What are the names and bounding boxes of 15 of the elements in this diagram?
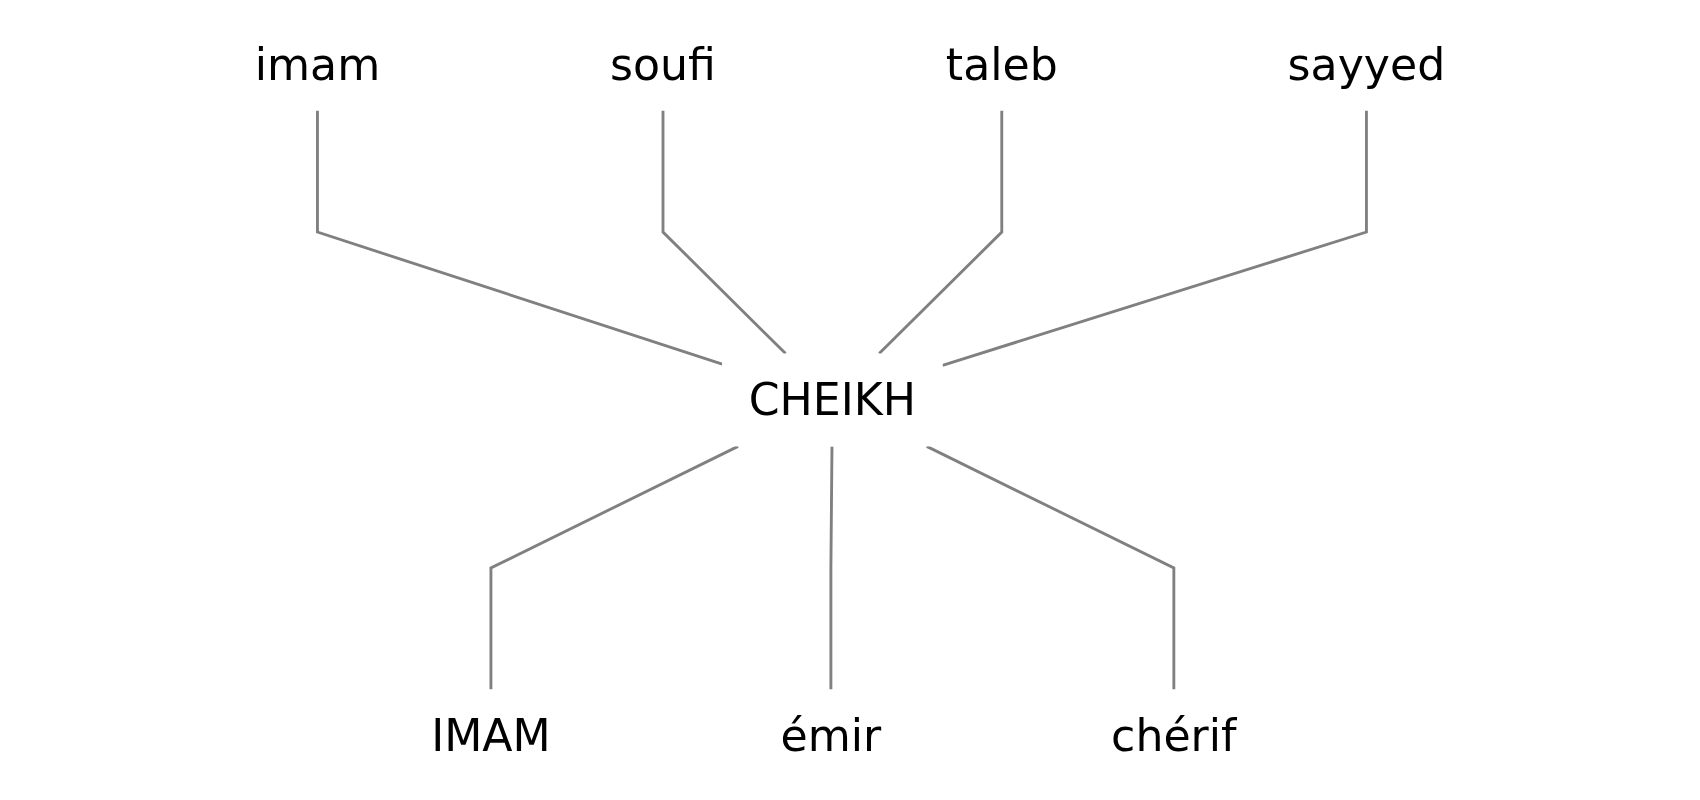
node-text: imam <box>254 37 381 91</box>
node-text: taleb <box>945 37 1058 91</box>
connector <box>489 445 739 690</box>
node-text: chérif <box>1111 709 1237 763</box>
connector <box>316 110 723 366</box>
node-text: CHEIKH <box>748 373 917 427</box>
connector <box>926 445 1176 690</box>
node-text: émir <box>780 709 882 763</box>
node-text: sayyed <box>1287 37 1446 91</box>
connector <box>942 110 1368 367</box>
connector <box>661 110 787 355</box>
node-text: IMAM <box>431 709 551 763</box>
node-text: soufi <box>610 37 716 91</box>
connector <box>829 446 834 690</box>
connector <box>878 110 1004 355</box>
